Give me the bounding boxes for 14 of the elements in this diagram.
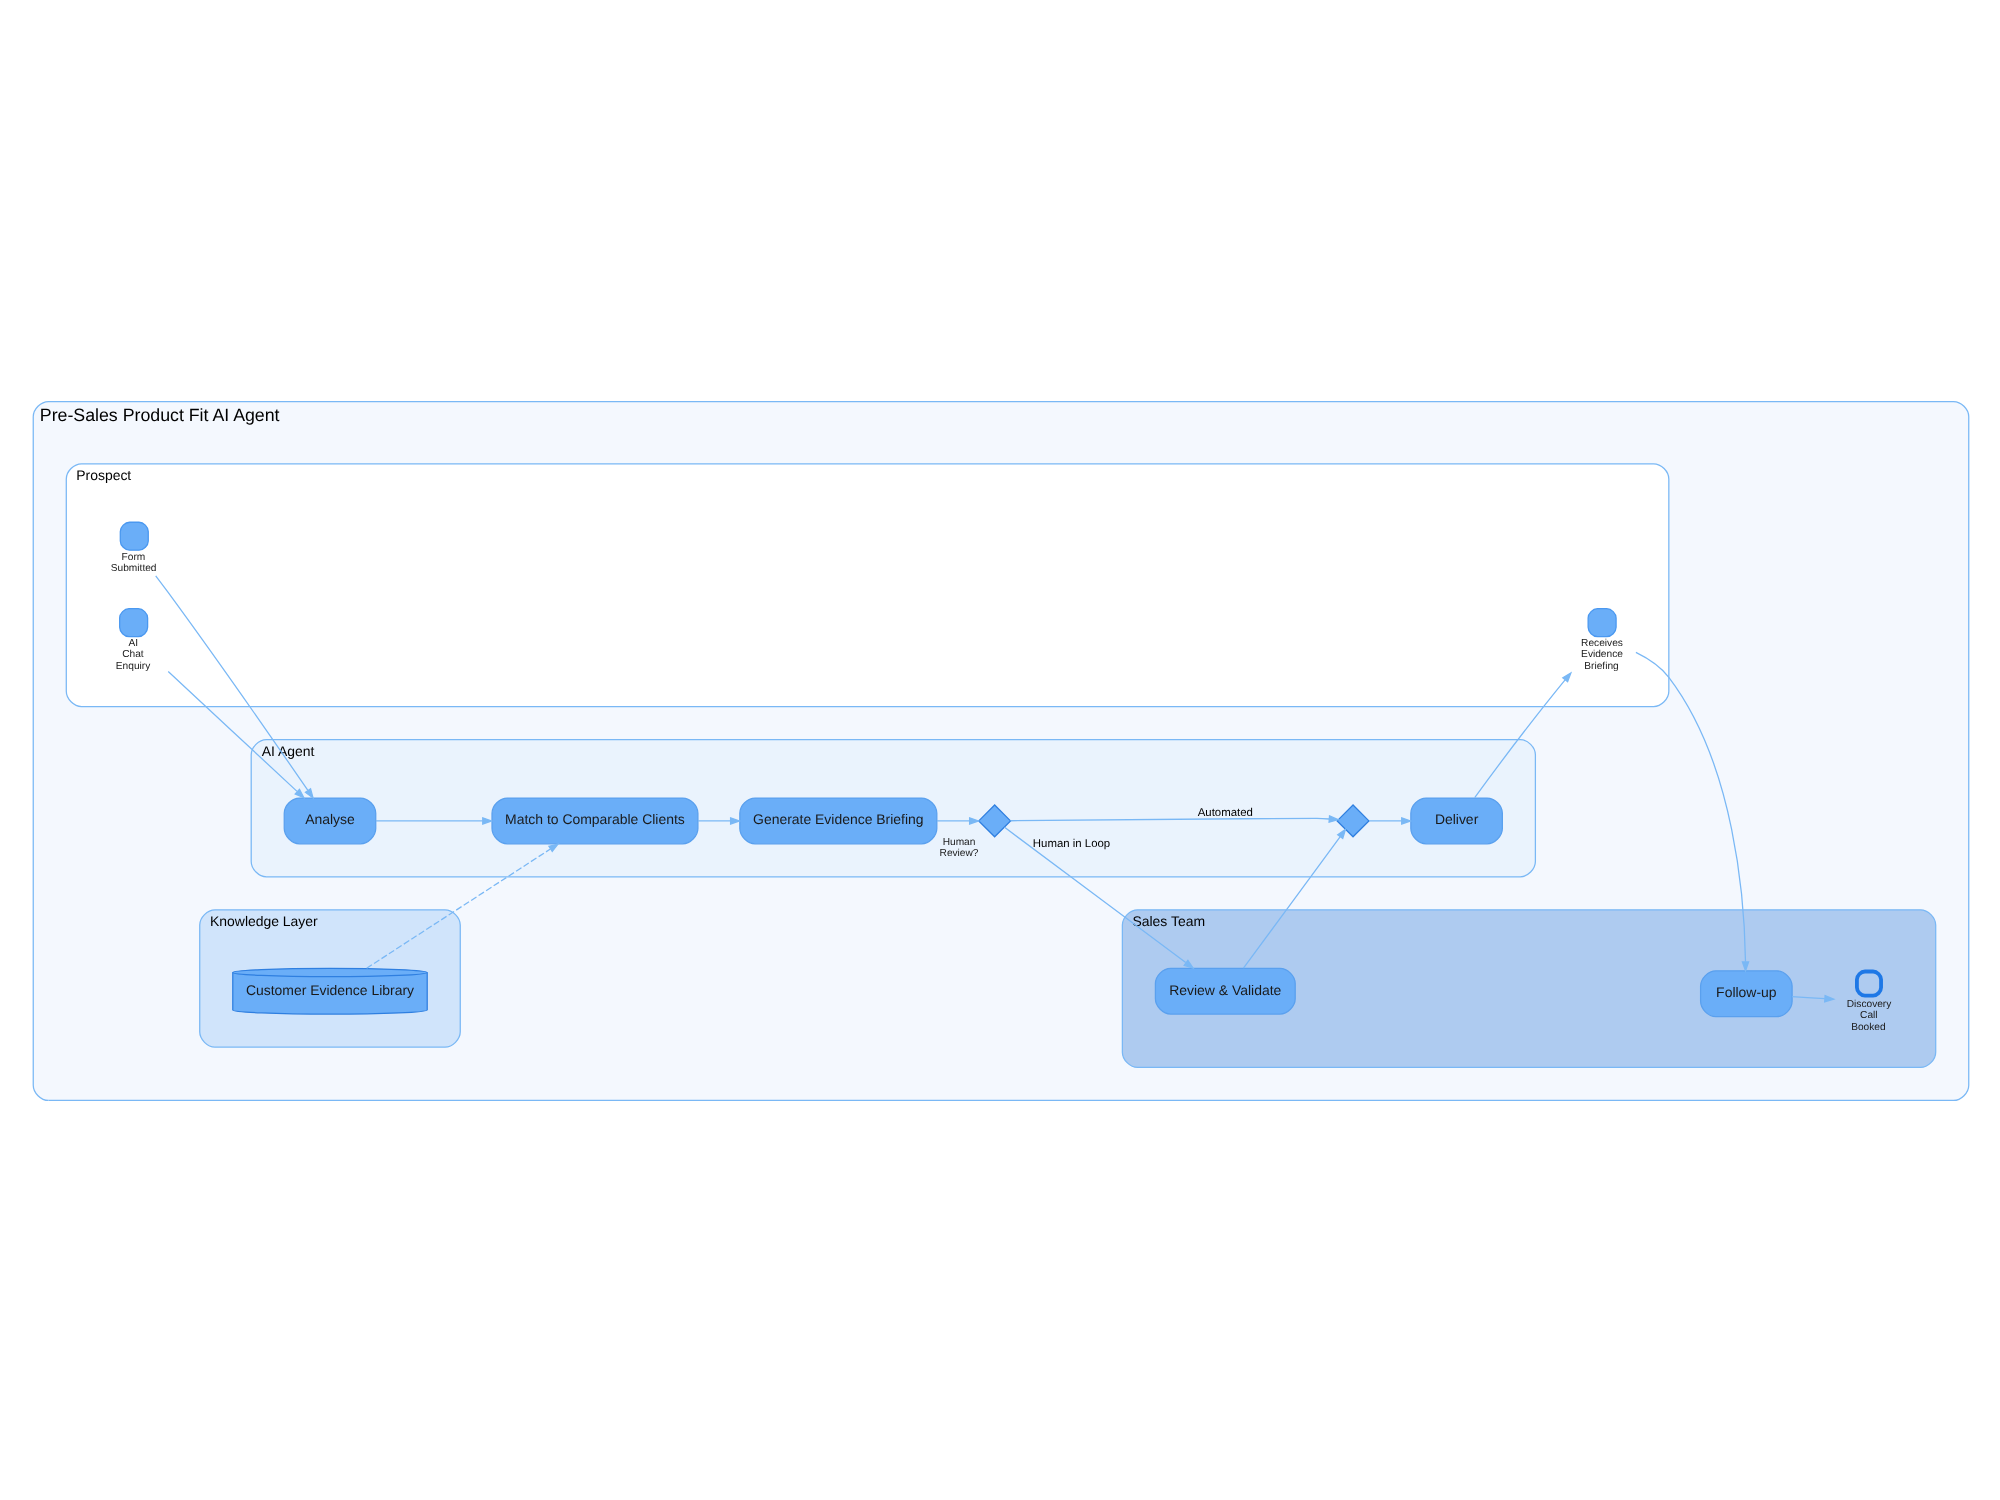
- arrow: [935, 815, 980, 824]
- arrow: [365, 842, 559, 968]
- arrow: [1473, 670, 1572, 798]
- arrow: [1790, 993, 1835, 1002]
- node-diamond: [976, 803, 1011, 837]
- arrow: [154, 574, 314, 799]
- arrow: [1367, 815, 1412, 824]
- arrow: [166, 669, 305, 799]
- arrow: [1634, 650, 1749, 972]
- arrow: [696, 815, 741, 824]
- arrow: [1241, 826, 1346, 968]
- arrow: [374, 815, 493, 824]
- arrow: [1008, 813, 1340, 822]
- arrow: [1002, 825, 1194, 969]
